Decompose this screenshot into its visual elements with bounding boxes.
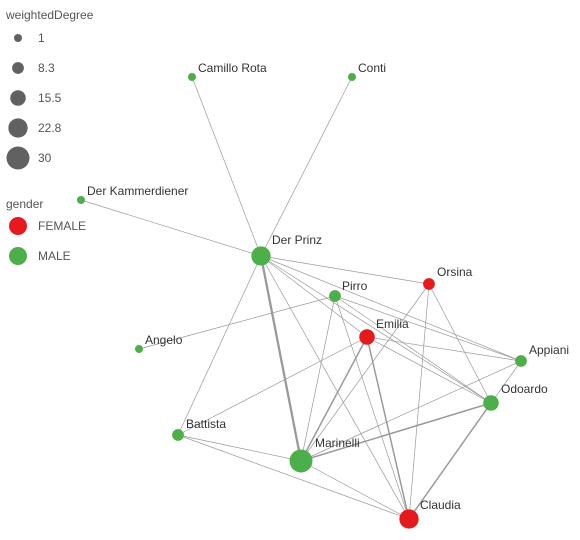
node-label-marinelli: Marinelli xyxy=(315,436,360,450)
legend-size-marker xyxy=(12,62,24,74)
legend-color-marker xyxy=(9,217,27,235)
node-label-odoardo: Odoardo xyxy=(501,382,548,396)
edge-orsina-marinelli xyxy=(300,283,430,462)
node-emilia[interactable] xyxy=(359,329,375,345)
edges-layer xyxy=(80,76,522,520)
edge-der-prinz-der-kammerdiener xyxy=(80,199,262,257)
legend-size-marker xyxy=(8,118,28,138)
node-label-orsina: Orsina xyxy=(437,265,473,279)
node-label-pirro: Pirro xyxy=(342,279,368,293)
edge-emilia-appiani xyxy=(366,336,522,362)
legend-size-label: 8.3 xyxy=(38,61,55,75)
legend-color-marker xyxy=(9,247,27,265)
node-appiani[interactable] xyxy=(515,355,527,367)
edge-der-prinz-orsina xyxy=(260,255,430,285)
edge-der-prinz-conti xyxy=(260,76,353,257)
node-angelo[interactable] xyxy=(135,345,143,353)
edge-emilia-claudia xyxy=(366,336,410,520)
legend-color-label: FEMALE xyxy=(38,219,86,233)
legend-size-label: 22.8 xyxy=(38,121,62,135)
edge-der-prinz-marinelli xyxy=(259,255,303,462)
edge-appiani-claudia xyxy=(408,360,522,520)
nodes-layer xyxy=(77,73,527,529)
node-label-claudia: Claudia xyxy=(420,498,461,512)
edge-battista-marinelli xyxy=(177,434,302,462)
node-der-prinz[interactable] xyxy=(251,246,271,266)
node-label-appiani: Appiani xyxy=(529,343,569,357)
edge-pirro-marinelli xyxy=(300,295,336,462)
edge-pirro-claudia xyxy=(334,295,410,520)
legend-size-title: weightedDegree xyxy=(5,8,94,22)
legend-size-marker xyxy=(14,34,22,42)
legend-size-items: 1 8.3 15.5 22.8 30 xyxy=(38,31,62,165)
edge-der-prinz-appiani xyxy=(260,255,522,362)
node-battista[interactable] xyxy=(172,429,184,441)
edge-pirro-appiani xyxy=(334,295,522,362)
edge-der-prinz-odoardo xyxy=(260,255,492,404)
edge-emilia-battista xyxy=(177,336,368,436)
edge-der-prinz-claudia xyxy=(260,255,410,520)
edge-orsina-odoardo xyxy=(428,283,492,404)
node-camillo-rota[interactable] xyxy=(188,73,196,81)
node-marinelli[interactable] xyxy=(289,449,313,473)
legend-size-marker xyxy=(6,146,30,170)
node-conti[interactable] xyxy=(348,73,356,81)
legend-color-items: FEMALE MALE xyxy=(38,219,86,263)
edge-odoardo-marinelli xyxy=(300,402,492,462)
legend-color-label: MALE xyxy=(38,249,71,263)
node-label-battista: Battista xyxy=(186,417,226,431)
node-label-conti: Conti xyxy=(358,61,386,75)
node-label-emilia: Emilia xyxy=(376,317,409,331)
node-der-kammerdiener[interactable] xyxy=(77,196,85,204)
edge-appiani-marinelli xyxy=(300,360,522,462)
node-odoardo[interactable] xyxy=(483,395,499,411)
legend-size-label: 30 xyxy=(38,151,52,165)
edge-emilia-marinelli xyxy=(300,336,368,462)
edge-pirro-odoardo xyxy=(334,295,492,404)
legend: weightedDegree 1 8.3 15.5 22.8 30 gender… xyxy=(5,8,94,265)
edge-marinelli-claudia xyxy=(300,460,410,520)
node-label-camillo-rota: Camillo Rota xyxy=(198,61,267,75)
legend-size-label: 15.5 xyxy=(38,91,62,105)
edge-der-prinz-emilia xyxy=(260,255,368,338)
edge-der-prinz-battista xyxy=(177,255,262,436)
node-label-der-prinz: Der Prinz xyxy=(272,233,322,247)
legend-size-marker xyxy=(10,90,26,106)
edge-der-prinz-camillo-rota xyxy=(191,76,262,257)
legend-size-label: 1 xyxy=(38,31,45,45)
node-orsina[interactable] xyxy=(423,278,435,290)
edge-pirro-angelo xyxy=(138,295,336,350)
edge-emilia-odoardo xyxy=(366,336,492,404)
node-claudia[interactable] xyxy=(399,509,419,529)
edge-battista-claudia xyxy=(177,434,410,520)
node-label-angelo: Angelo xyxy=(145,333,183,347)
legend-color-title: gender xyxy=(6,197,43,211)
edge-orsina-claudia xyxy=(408,283,430,520)
node-label-der-kammerdiener: Der Kammerdiener xyxy=(87,184,188,198)
node-pirro[interactable] xyxy=(329,290,341,302)
